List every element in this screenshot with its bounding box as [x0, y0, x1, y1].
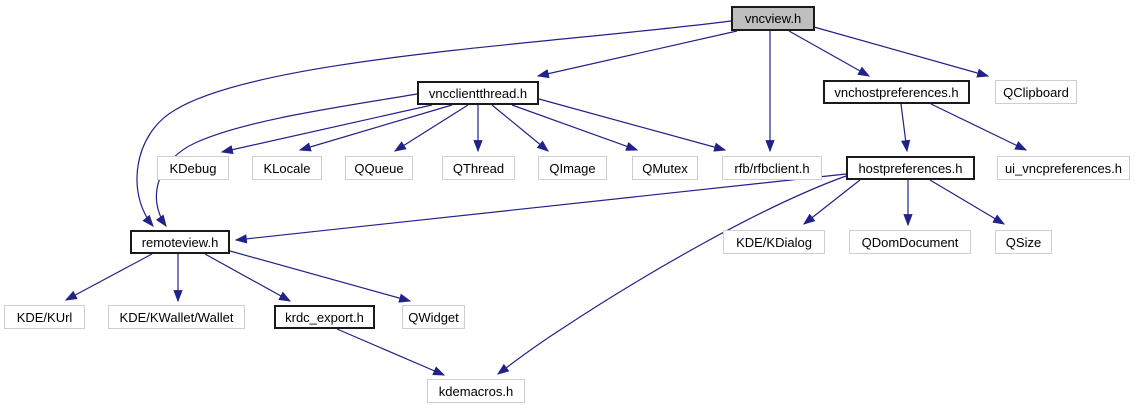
- node-remoteview[interactable]: remoteview.h: [130, 230, 230, 254]
- edge-vncview-to-remoteview: [136, 20, 732, 227]
- edge-vncclientthread-to-qimage: [491, 104, 549, 152]
- node-kde-kwallet-wallet: KDE/KWallet/Wallet: [108, 305, 245, 329]
- edge-hostpreferences-to-kdemacros: [496, 175, 847, 375]
- edge-vnchostpreferences-to-hostpreferences: [900, 103, 911, 153]
- node-vncclientthread[interactable]: vncclientthread.h: [417, 81, 539, 105]
- node-qmutex: QMutex: [632, 156, 698, 180]
- node-qthread: QThread: [442, 156, 515, 180]
- edge-hostpreferences-to-qsize: [929, 179, 1006, 225]
- node-vncview: vncview.h: [731, 6, 815, 31]
- node-vnchostpreferences[interactable]: vnchostpreferences.h: [823, 80, 970, 104]
- node-qsize: QSize: [995, 230, 1052, 254]
- node-qqueue: QQueue: [345, 156, 413, 180]
- node-krdc-export[interactable]: krdc_export.h: [274, 305, 375, 329]
- node-kde-kdialog: KDE/KDialog: [723, 230, 825, 254]
- edge-vncclientthread-to-rfb-rfbclient: [538, 98, 727, 152]
- node-qimage: QImage: [538, 156, 607, 180]
- edge-vncview-to-vncclientthread: [536, 30, 738, 79]
- edge-vncclientthread-to-klocale: [298, 104, 453, 152]
- node-qwidget: QWidget: [402, 305, 465, 329]
- node-kde-kurl: KDE/KUrl: [4, 305, 85, 329]
- edge-vncclientthread-to-kdebug: [220, 104, 433, 155]
- node-kdebug: KDebug: [157, 156, 229, 180]
- edge-vncview-to-qclipboard: [813, 26, 990, 78]
- node-hostpreferences[interactable]: hostpreferences.h: [846, 156, 975, 180]
- edge-krdc-export-to-kdemacros: [336, 328, 446, 376]
- edge-remoteview-to-qwidget: [229, 250, 412, 303]
- node-qclipboard: QClipboard: [995, 80, 1077, 104]
- node-ui-vncpreferences: ui_vncpreferences.h: [997, 156, 1130, 180]
- edge-vncclientthread-to-qqueue: [393, 104, 469, 152]
- edge-vncview-to-vnchostpreferences: [788, 30, 871, 77]
- edge-vnchostpreferences-to-ui-vncpreferences: [930, 103, 1028, 151]
- node-klocale: KLocale: [252, 156, 322, 180]
- edge-remoteview-to-krdc-export: [204, 253, 292, 302]
- edge-remoteview-to-kde-kurl: [64, 253, 153, 301]
- node-qdomdocument: QDomDocument: [849, 230, 971, 254]
- edge-hostpreferences-to-kde-kdialog: [803, 179, 861, 225]
- edge-vncclientthread-to-qmutex: [511, 104, 639, 151]
- node-rfb-rfbclient: rfb/rfbclient.h: [722, 156, 822, 180]
- node-kdemacros: kdemacros.h: [427, 379, 525, 403]
